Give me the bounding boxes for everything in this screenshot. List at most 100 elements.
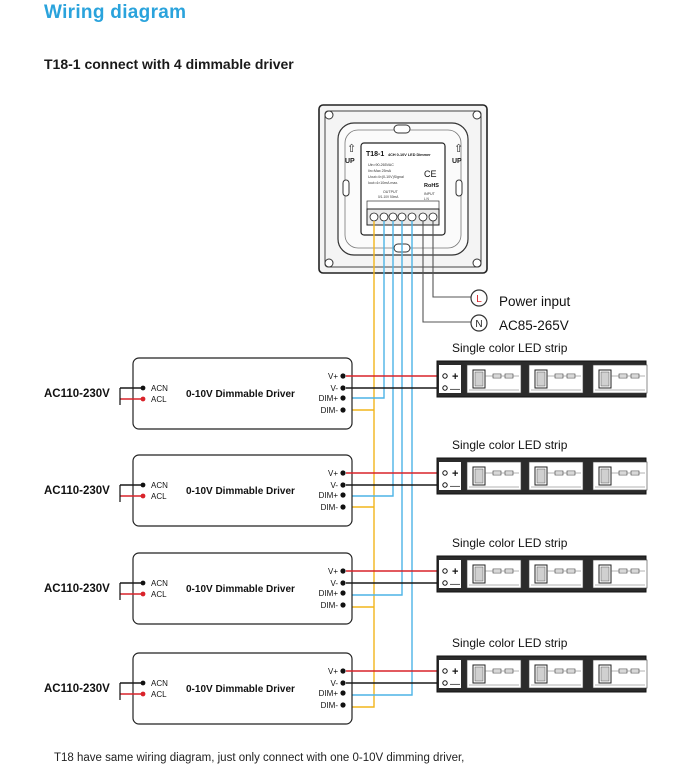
up-arrow-icon: ⇧ bbox=[347, 143, 356, 155]
driver-box bbox=[132, 454, 353, 527]
driver-box bbox=[132, 652, 353, 725]
output-terminal bbox=[340, 690, 346, 696]
strip-minus-label: — bbox=[450, 384, 460, 395]
dimplus-label: DIM+ bbox=[319, 394, 339, 403]
up-arrow-icon: ⇧ bbox=[454, 143, 463, 155]
led-chip-core bbox=[600, 371, 610, 387]
led-chip-core bbox=[536, 371, 546, 387]
acn-terminal bbox=[140, 680, 146, 686]
dimmer-panel: ⇧ UP ⇧ UP T18-1 4CH 0-10V LED Dimmer Uin… bbox=[318, 104, 488, 274]
vminus-label: V- bbox=[330, 579, 338, 588]
ac-voltage-label: AC110-230V bbox=[44, 583, 110, 595]
acn-terminal bbox=[140, 385, 146, 391]
output-terminal bbox=[340, 702, 346, 708]
power-input-label: Power input bbox=[499, 294, 571, 309]
dimmer-spec: Iin=Max 25mA bbox=[368, 169, 392, 173]
rohs-mark: RoHS bbox=[424, 183, 439, 189]
acl-terminal bbox=[140, 691, 146, 697]
output-terminal bbox=[340, 407, 346, 413]
output-terminal bbox=[340, 373, 346, 379]
power-input: L N Power input AC85-265V bbox=[470, 289, 571, 333]
strip-plus-terminal bbox=[442, 470, 448, 476]
acn-label: ACN bbox=[151, 384, 168, 393]
vplus-label: V+ bbox=[328, 372, 338, 381]
strip-plus-terminal bbox=[442, 373, 448, 379]
acl-terminal bbox=[140, 493, 146, 499]
driver-box bbox=[132, 357, 353, 430]
strip-minus-terminal bbox=[442, 482, 448, 488]
vplus-label: V+ bbox=[328, 567, 338, 576]
strip-plus-label: + bbox=[452, 666, 458, 678]
dimminus-label: DIM- bbox=[321, 701, 339, 710]
led-chip-core bbox=[600, 468, 610, 484]
vminus-label: V- bbox=[330, 679, 338, 688]
dimplus-label: DIM+ bbox=[319, 689, 339, 698]
led-chip-core bbox=[536, 468, 546, 484]
dimminus-label: DIM- bbox=[321, 601, 339, 610]
acn-terminal bbox=[140, 482, 146, 488]
led-chip-core bbox=[600, 566, 610, 582]
strip-minus-terminal bbox=[442, 680, 448, 686]
dimmer-name: 4CH 0-10V LED Dimmer bbox=[388, 153, 431, 157]
strip-minus-terminal bbox=[442, 580, 448, 586]
output-terminal bbox=[340, 680, 346, 686]
up-text: UP bbox=[452, 158, 462, 165]
output-terminal bbox=[340, 482, 346, 488]
dimminus-label: DIM- bbox=[321, 406, 339, 415]
dimminus-label: DIM- bbox=[321, 503, 339, 512]
ac-voltage-label: AC110-230V bbox=[44, 388, 110, 400]
output-terminal bbox=[340, 568, 346, 574]
strip-plus-terminal bbox=[442, 568, 448, 574]
acn-label: ACN bbox=[151, 679, 168, 688]
output-label: OUTPUT bbox=[383, 190, 399, 194]
output-terminal bbox=[340, 385, 346, 391]
dimmer-spec: Uout=4×(0-10V)Signal bbox=[368, 175, 404, 179]
driver-name: 0-10V Dimmable Driver bbox=[186, 684, 295, 695]
strip-plus-label: + bbox=[452, 371, 458, 383]
diagram-subtitle: T18-1 connect with 4 dimmable driver bbox=[44, 56, 294, 72]
power-voltage-label: AC85-265V bbox=[499, 318, 569, 333]
led-strip-label: Single color LED strip bbox=[452, 536, 568, 550]
strip-minus-label: — bbox=[450, 481, 460, 492]
ac-voltage-label: AC110-230V bbox=[44, 485, 110, 497]
ce-mark: CE bbox=[424, 169, 437, 179]
live-symbol: L bbox=[476, 294, 482, 305]
acl-label: ACL bbox=[151, 690, 167, 699]
output-sub: 0/1-10V 50mA bbox=[378, 195, 399, 199]
ac-voltage-label: AC110-230V bbox=[44, 683, 110, 695]
footnote-text: T18 have same wiring diagram, just only … bbox=[54, 752, 465, 764]
acl-terminal bbox=[140, 396, 146, 402]
output-terminal bbox=[340, 504, 346, 510]
acn-label: ACN bbox=[151, 579, 168, 588]
vplus-label: V+ bbox=[328, 667, 338, 676]
output-terminal bbox=[340, 580, 346, 586]
dimplus-label: DIM+ bbox=[319, 589, 339, 598]
led-strip-label: Single color LED strip bbox=[452, 341, 568, 355]
strip-minus-terminal bbox=[442, 385, 448, 391]
vminus-label: V- bbox=[330, 481, 338, 490]
driver-name: 0-10V Dimmable Driver bbox=[186, 584, 295, 595]
acl-label: ACL bbox=[151, 395, 167, 404]
acl-terminal bbox=[140, 591, 146, 597]
dimmer-model: T18-1 bbox=[366, 151, 384, 158]
acn-terminal bbox=[140, 580, 146, 586]
driver-row: 0-10V Dimmable Driver AC110-230V ACN ACL V+ V… bbox=[44, 636, 648, 725]
output-terminal bbox=[340, 492, 346, 498]
led-chip-core bbox=[474, 666, 484, 682]
up-text: UP bbox=[345, 158, 355, 165]
strip-plus-label: + bbox=[452, 468, 458, 480]
dimplus-label: DIM+ bbox=[319, 491, 339, 500]
output-terminal bbox=[340, 668, 346, 674]
strip-minus-label: — bbox=[450, 679, 460, 690]
output-terminal bbox=[340, 590, 346, 596]
output-terminal bbox=[340, 470, 346, 476]
led-chip-core bbox=[474, 371, 484, 387]
strip-plus-label: + bbox=[452, 566, 458, 578]
led-strip-label: Single color LED strip bbox=[452, 438, 568, 452]
led-chip-core bbox=[536, 566, 546, 582]
strip-plus-terminal bbox=[442, 668, 448, 674]
